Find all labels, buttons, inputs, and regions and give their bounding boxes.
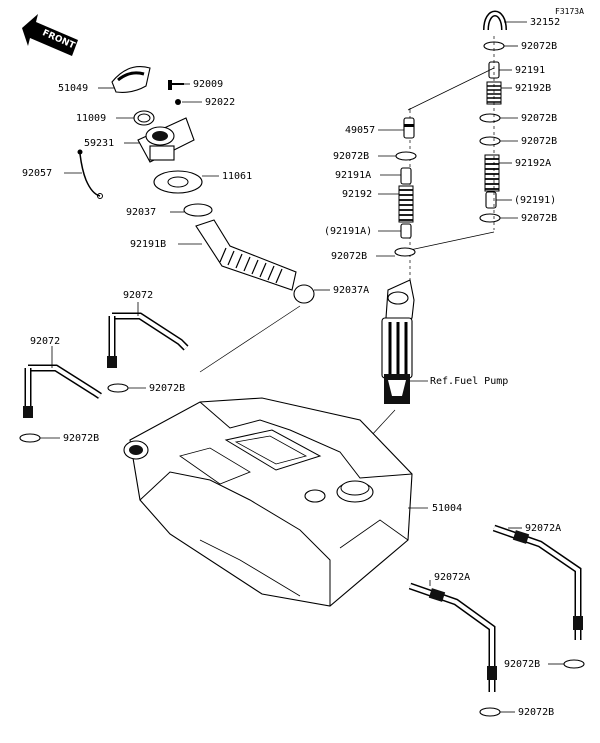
hose-32152 <box>483 10 507 31</box>
callout-92191a: 92191A <box>335 170 371 181</box>
ground-wire-92057 <box>77 149 103 199</box>
callout-fuel-pump: Ref.Fuel Pump <box>430 376 508 387</box>
callout-92037: 92037 <box>126 207 156 218</box>
callout-92072b-10: 92072B <box>518 707 554 718</box>
clamp-92072b-8 <box>19 433 41 443</box>
callout-92072-2: 92072 <box>30 336 60 347</box>
callout-51004: 51004 <box>432 503 462 514</box>
gasket-11061 <box>153 170 203 194</box>
callout-92072b-1: 92072B <box>521 41 557 52</box>
callout-49057: 49057 <box>345 125 375 136</box>
clamp-92072b-6 <box>394 247 416 257</box>
strap-92072-upper <box>107 312 189 368</box>
callout-92072a-1: 92072A <box>525 523 561 534</box>
callout-92037a: 92037A <box>333 285 369 296</box>
bolt-92009 <box>168 80 184 90</box>
figure-code: F3173A <box>555 7 584 16</box>
filler-hose-92191b <box>195 219 297 291</box>
clamp-92072b-9 <box>563 659 585 669</box>
callout-92192: 92192 <box>342 189 372 200</box>
front-arrow-icon: FRONT <box>22 14 78 56</box>
callout-11009: 11009 <box>76 113 106 124</box>
callout-92072b-3: 92072B <box>521 136 557 147</box>
callout-92072a-2: 92072A <box>434 572 470 583</box>
clamp-92072b-5 <box>395 151 417 161</box>
callout-92072b-8: 92072B <box>63 433 99 444</box>
clamp-92037 <box>183 203 213 217</box>
spring-92192 <box>398 185 414 223</box>
callout-92009: 92009 <box>193 79 223 90</box>
pipe-92191a-alt <box>400 223 412 239</box>
callout-92072-1: 92072 <box>123 290 153 301</box>
callout-92191-alt: (92191) <box>514 195 556 206</box>
clamp-92072b-2 <box>479 113 501 123</box>
callout-92072b-4: 92072B <box>521 213 557 224</box>
fuel-tank-51004 <box>123 397 413 607</box>
pipe-92191-alt <box>485 191 497 209</box>
strap-92072-lower <box>23 364 102 418</box>
strap-92072a-center <box>408 582 497 692</box>
spring-92192a <box>484 154 500 192</box>
pipe-92191a <box>400 167 412 185</box>
callout-92072b-7: 92072B <box>149 383 185 394</box>
callout-92192a: 92192A <box>515 158 551 169</box>
callout-92191b: 92191B <box>130 239 166 250</box>
callout-92072b-6: 92072B <box>331 251 367 262</box>
clamp-92037a <box>293 284 315 304</box>
clamp-92072b-3 <box>479 136 501 146</box>
clamp-92072b-7 <box>107 383 129 393</box>
callout-92191: 92191 <box>515 65 545 76</box>
callout-92192b: 92192B <box>515 83 551 94</box>
callout-92057: 92057 <box>22 168 52 179</box>
strap-92072a-right <box>492 524 583 640</box>
clamp-92072b-10 <box>479 707 501 717</box>
fuel-pump <box>381 279 415 404</box>
callout-51049: 51049 <box>58 83 88 94</box>
callout-59231: 59231 <box>84 138 114 149</box>
clamp-92072b-4 <box>479 213 501 223</box>
fitting-49057 <box>403 117 415 139</box>
callout-11061: 11061 <box>222 171 252 182</box>
callout-92191a-alt: (92191A) <box>324 226 372 237</box>
nut-92022 <box>175 99 181 105</box>
cap-51049 <box>111 66 151 93</box>
callout-92022: 92022 <box>205 97 235 108</box>
callout-92072b-5: 92072B <box>333 151 369 162</box>
callout-32152: 32152 <box>530 17 560 28</box>
callout-92072b-2: 92072B <box>521 113 557 124</box>
callout-92072b-9: 92072B <box>504 659 540 670</box>
neck-59231 <box>137 117 195 163</box>
